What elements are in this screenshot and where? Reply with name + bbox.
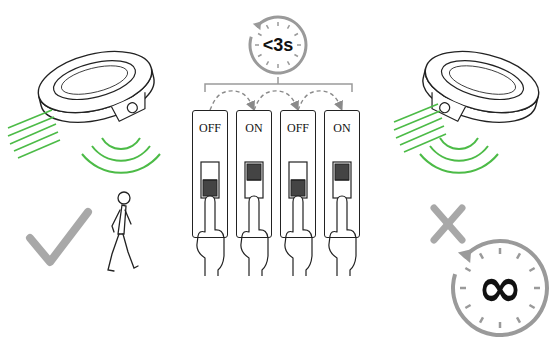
clock-tick: [294, 55, 297, 57]
walking-person: [108, 192, 138, 271]
sensor-waves-left: [82, 138, 160, 173]
switch-state-label: OFF: [287, 121, 309, 136]
clock-tick: [534, 287, 540, 290]
lamp-lens: [50, 53, 140, 106]
motion-sensor: [126, 102, 138, 114]
clock-tick: [288, 25, 290, 28]
timer-clock: <3s: [248, 15, 308, 75]
pressing-hand: [285, 196, 312, 276]
breaker-switch: ON: [324, 110, 360, 238]
light-rays-right: [394, 104, 446, 152]
toggle: [201, 162, 219, 198]
clock-tick: [277, 22, 279, 26]
clock-ring: [248, 16, 307, 75]
clock-tick: [529, 305, 534, 308]
clock-arrow: [253, 22, 261, 31]
sequence-arrow: [210, 91, 254, 110]
pressing-hand: [241, 196, 268, 276]
clock-tick: [267, 61, 269, 64]
breaker-toggles: [201, 162, 351, 198]
clock-tick: [258, 55, 261, 57]
sequence-arrow: [254, 91, 298, 110]
sensor-waves-right: [420, 138, 498, 173]
lamp-lens: [438, 53, 528, 106]
clock-tick: [255, 44, 259, 46]
pressing-hand: [329, 196, 356, 276]
clock-tick: [517, 253, 520, 258]
cross-mark: [434, 208, 462, 240]
clock-tick: [465, 268, 470, 271]
clock-tick: [499, 322, 502, 328]
clock-tick: [517, 317, 520, 322]
clock-tick: [267, 25, 269, 28]
sequence-arrow: [298, 91, 342, 110]
lamp-right: [415, 41, 545, 139]
lamp-lens-inner: [59, 60, 131, 100]
infinite-clock: ∞: [450, 238, 550, 338]
clock-tick: [480, 253, 483, 258]
clock-arrow: [458, 249, 471, 263]
clock-tick: [294, 34, 297, 36]
check-mark: [30, 212, 88, 262]
lamp-left: [32, 41, 162, 139]
clock-tick: [480, 317, 483, 322]
clock-tick: [529, 268, 534, 271]
lamp-bracket: [427, 92, 467, 122]
clock-tick: [465, 305, 470, 308]
breaker-switch: OFF: [192, 110, 228, 238]
clock-tick: [460, 287, 466, 290]
clock-tick: [288, 61, 290, 64]
clock-tick: [258, 34, 261, 36]
switch-state-label: ON: [333, 121, 350, 136]
switch-state-label: OFF: [199, 121, 221, 136]
lamp-lens-inner: [447, 60, 519, 100]
lamp-bracket: [110, 92, 150, 122]
clock-ring: [451, 239, 549, 337]
timer-label: ∞: [478, 261, 523, 315]
light-rays-left: [8, 110, 60, 158]
toggle: [245, 162, 263, 198]
clock-tick: [297, 44, 301, 46]
hands: [197, 196, 356, 276]
pressing-hand: [197, 196, 224, 276]
motion-sensor: [439, 102, 451, 114]
breaker-switch: ON: [236, 110, 272, 238]
timer-label: <3s: [263, 35, 294, 56]
toggle: [289, 162, 307, 198]
clock-tick: [277, 64, 279, 68]
timing-bracket: [205, 77, 352, 92]
toggle: [333, 162, 351, 198]
clock-tick: [499, 248, 502, 254]
switch-state-label: ON: [245, 121, 262, 136]
breaker-switch: OFF: [280, 110, 316, 238]
lamp-body: [419, 41, 545, 123]
